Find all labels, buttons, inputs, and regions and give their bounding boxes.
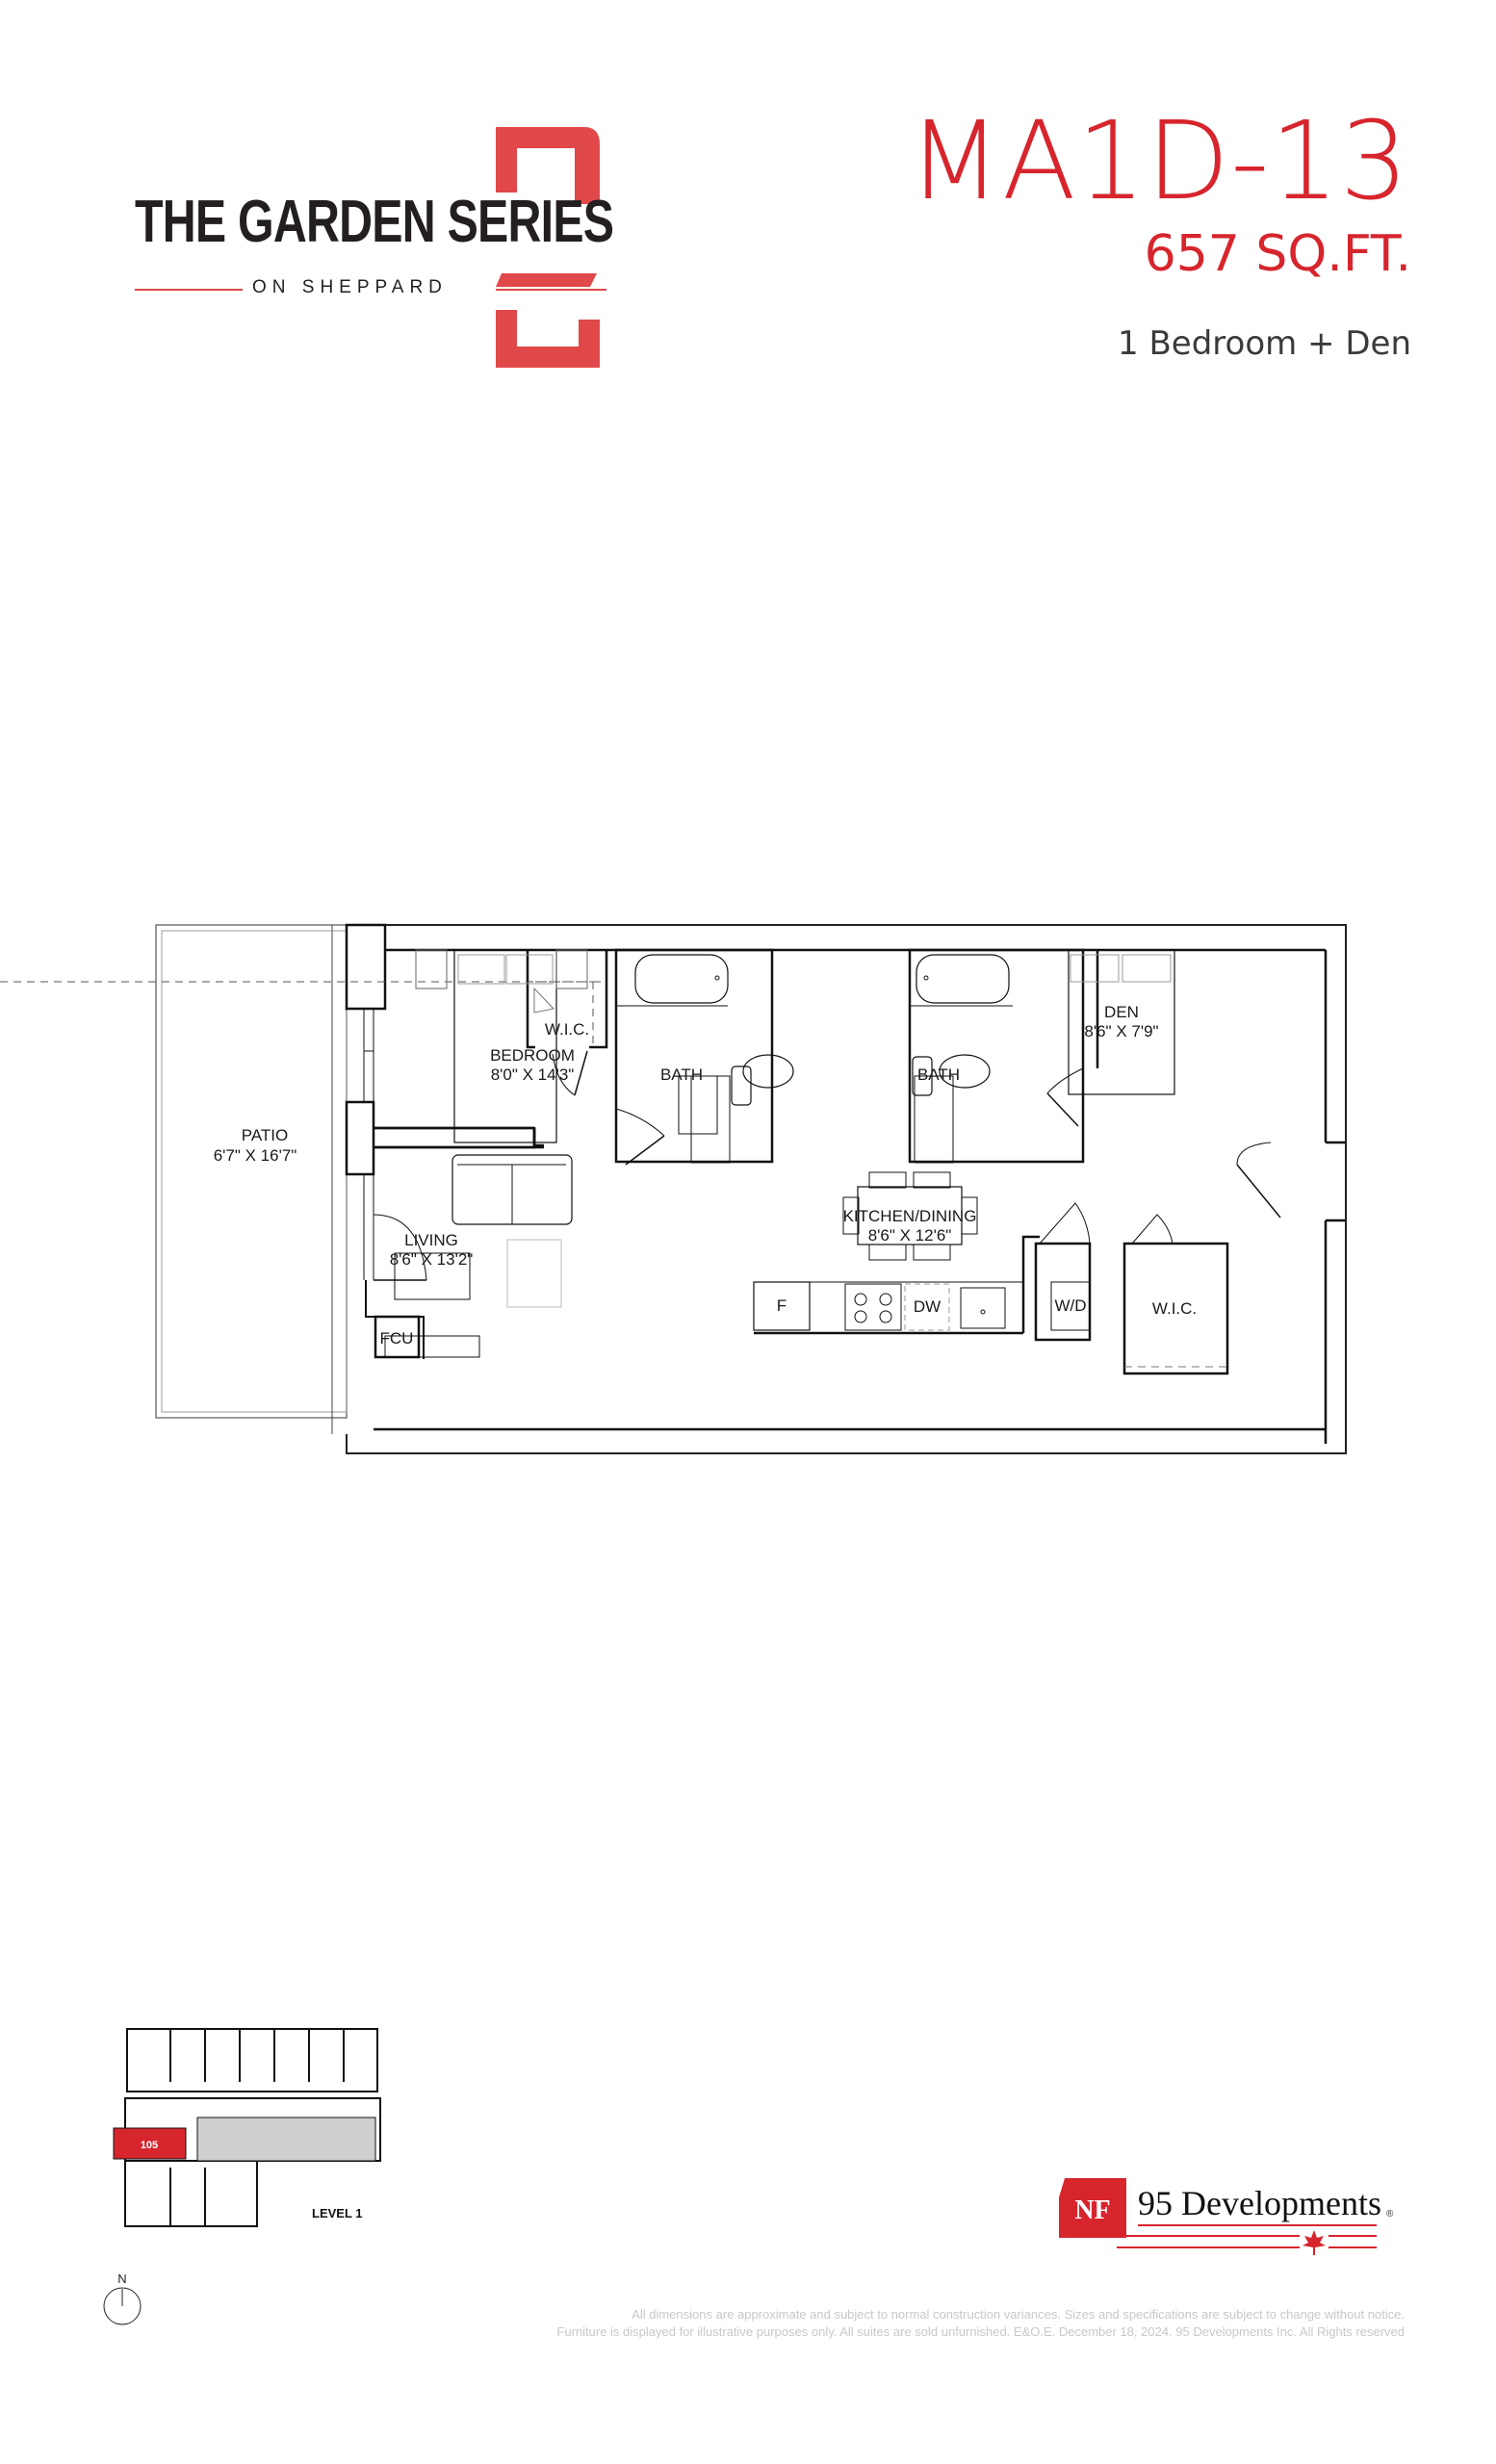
disclaimer-line-1: All dimensions are approximate and subje… xyxy=(632,2307,1405,2322)
fcu-label: FCU xyxy=(380,1329,414,1348)
key-plan xyxy=(113,2028,381,2227)
patio-label: PATIO xyxy=(242,1126,289,1144)
logo-divider-right xyxy=(496,289,606,291)
bedroom-label: BEDROOM xyxy=(490,1046,575,1065)
key-plan-unit-number: 105 xyxy=(141,2140,158,2151)
den-label: DEN xyxy=(1104,1003,1139,1021)
compass-icon xyxy=(103,2287,142,2325)
project-title: THE GARDEN SERIES xyxy=(135,189,614,255)
fridge-label: F xyxy=(777,1296,787,1315)
living-dims: 8'6" X 13'2" xyxy=(390,1250,474,1269)
kitchen-dining-dims: 8'6" X 12'6" xyxy=(868,1226,952,1245)
wic-bedroom-label: W.I.C. xyxy=(545,1020,589,1039)
living-label: LIVING xyxy=(404,1231,458,1249)
developer-name: 95 Developments xyxy=(1138,2184,1381,2222)
bath-1-label: BATH xyxy=(660,1065,703,1084)
maple-leaf-icon xyxy=(1303,2230,1326,2255)
disclaimer-line-2: Furniture is displayed for illustrative … xyxy=(556,2324,1405,2339)
unit-type: 1 Bedroom + Den xyxy=(1118,324,1411,363)
unit-code: MA1D-13 xyxy=(908,99,1409,224)
washer-dryer-label: W/D xyxy=(1054,1296,1086,1315)
logo-divider-left xyxy=(135,289,243,291)
unit-size: 657 SQ.FT. xyxy=(1144,225,1411,283)
dishwasher-label: DW xyxy=(914,1297,941,1316)
series-number-logo xyxy=(496,127,602,368)
project-subtitle: ON SHEPPARD xyxy=(252,277,448,297)
kitchen-dining-label: KITCHEN/DINING xyxy=(843,1207,977,1225)
developer-badge: NF xyxy=(1074,2195,1110,2225)
registered-mark: ® xyxy=(1386,2209,1394,2220)
patio-dims: 6'7" X 16'7" xyxy=(214,1146,297,1165)
den-dims: 8'6" X 7'9" xyxy=(1084,1022,1158,1040)
bath-2-label: BATH xyxy=(917,1065,960,1084)
compass-north-label: N xyxy=(117,2272,126,2286)
bedroom-dims: 8'0" X 14'3" xyxy=(491,1065,575,1084)
key-plan-level: LEVEL 1 xyxy=(312,2206,363,2220)
developer-logo: NF 95 Developments ® xyxy=(1049,2170,1406,2276)
wic-entry-label: W.I.C. xyxy=(1152,1299,1197,1318)
legal-disclaimer: All dimensions are approximate and subje… xyxy=(346,2306,1405,2341)
